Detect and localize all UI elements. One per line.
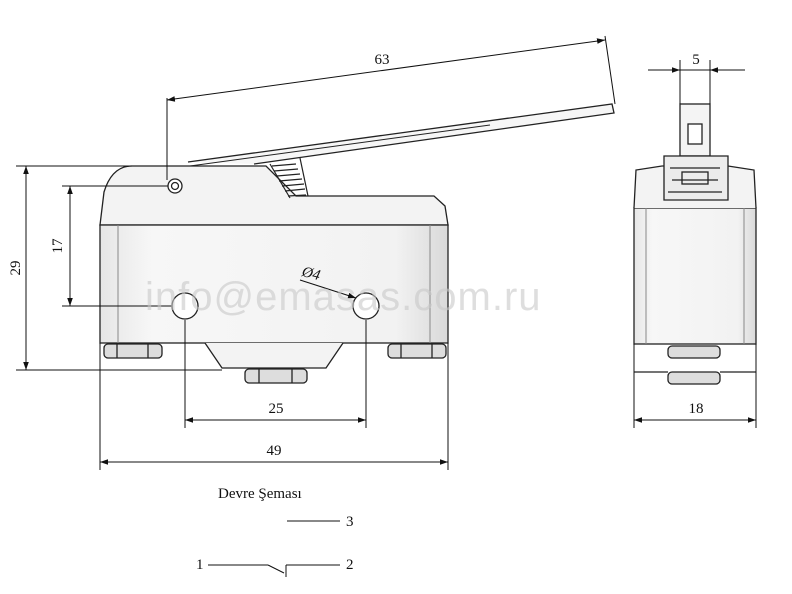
dim-label-18: 18: [689, 401, 704, 417]
watermark-text: info@emasas.com.ru: [145, 275, 542, 319]
schema-terminal-3: 3: [346, 514, 354, 530]
dim-label-17: 17: [50, 238, 66, 254]
bottom-step: [204, 342, 344, 369]
circuit-schema: [208, 520, 340, 577]
schema-switch-blade: [267, 564, 285, 574]
side-view: [633, 103, 757, 385]
dimension-lines: [16, 35, 757, 470]
dim-label-5: 5: [692, 52, 700, 68]
dim-label-63: 63: [375, 52, 390, 68]
side-terminal-upper: [667, 345, 721, 359]
terminal-center: [244, 368, 308, 384]
dim-label-49: 49: [267, 443, 282, 459]
dim-label-hole-diameter: Ø4: [299, 264, 322, 284]
terminal-left: [103, 343, 163, 359]
switch-body: [99, 224, 449, 344]
schema-terminal-1: 1: [196, 557, 204, 573]
schema-terminal-2: 2: [346, 557, 354, 573]
terminal-right: [387, 343, 447, 359]
lever-arm: [187, 103, 615, 165]
schema-title: Devre Şeması: [218, 486, 302, 502]
mounting-hole-right: [352, 292, 380, 320]
dim-line-63: [166, 38, 606, 102]
lever-pivot: [167, 178, 183, 194]
dim-label-29: 29: [8, 261, 24, 276]
side-body: [633, 207, 757, 345]
dim-label-25: 25: [269, 401, 284, 417]
spring: [269, 157, 309, 199]
housing-top: [99, 165, 449, 226]
side-terminal-lower: [667, 371, 721, 385]
dim-leader-hole: [299, 279, 357, 299]
front-view: [99, 103, 615, 384]
